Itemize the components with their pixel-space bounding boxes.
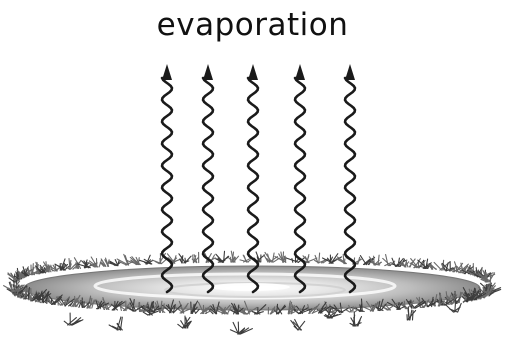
wavy-up-arrow-icon: [203, 64, 213, 292]
wavy-up-arrow-icon: [248, 64, 258, 292]
wavy-up-arrow-icon: [345, 64, 355, 292]
